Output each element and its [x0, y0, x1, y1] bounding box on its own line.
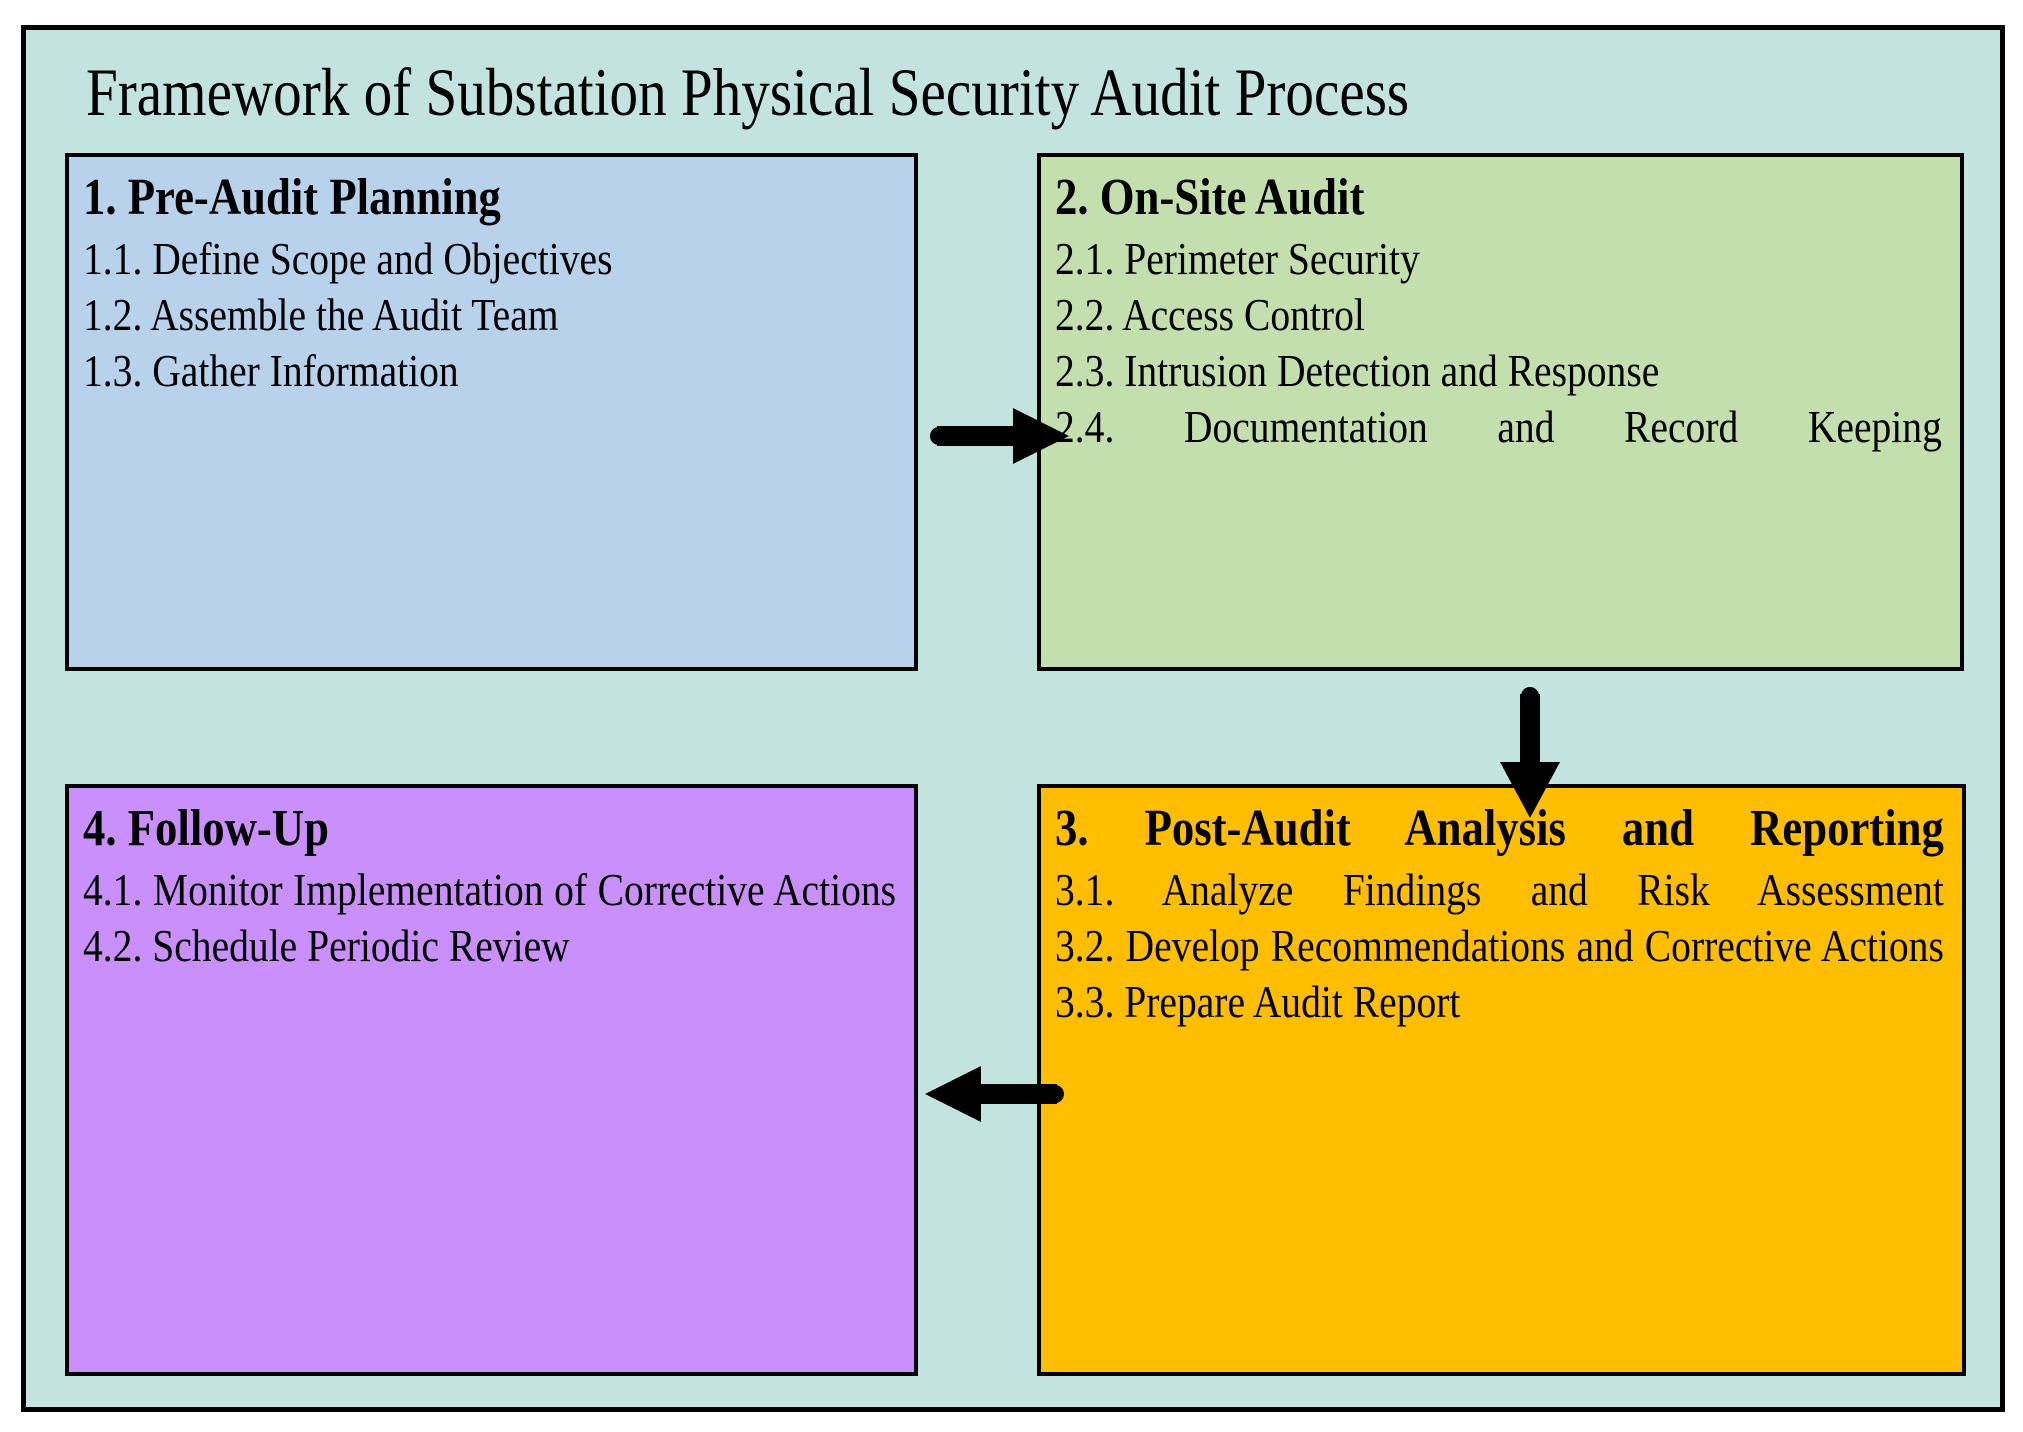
box-heading: 1. Pre-Audit Planning [83, 169, 501, 226]
process-box-post-audit-analysis-and-reporting[interactable]: 3. Post-Audit Analysis and Reporting 3.1… [1037, 784, 1966, 1376]
box-heading: 2. On-Site Audit [1055, 169, 1365, 226]
box-item: 1.2. Assemble the Audit Team [83, 289, 559, 340]
arrow-down-icon [1500, 687, 1560, 818]
box-item: 2.4. Documentation and Record Keeping [1055, 401, 1942, 452]
arrow-left-icon [925, 1066, 1064, 1122]
diagram-container: Framework of Substation Physical Securit… [21, 25, 2005, 1412]
process-box-on-site-audit[interactable]: 2. On-Site Audit 2.1. Perimeter Security… [1037, 153, 1964, 671]
box-item: 2.2. Access Control [1055, 289, 1365, 340]
box-item: 2.3. Intrusion Detection and Response [1055, 345, 1660, 396]
arrow-right-icon [930, 408, 1069, 464]
process-box-follow-up[interactable]: 4. Follow-Up 4.1. Monitor Implementation… [65, 784, 918, 1376]
box-item: 1.1. Define Scope and Objectives [83, 233, 613, 284]
diagram-title: Framework of Substation Physical Securit… [86, 54, 1410, 130]
box-item: 4.2. Schedule Periodic Review [83, 920, 570, 971]
box-heading: 4. Follow-Up [83, 800, 329, 857]
box-item: 4.1. Monitor Implementation of Correctiv… [83, 864, 897, 915]
box-item: 3.3. Prepare Audit Report [1055, 976, 1461, 1027]
box-item: 3.1. Analyze Findings and Risk Assessmen… [1055, 864, 1944, 915]
box-item: 3.2. Develop Recommendations and Correct… [1055, 920, 1944, 971]
process-box-pre-audit-planning[interactable]: 1. Pre-Audit Planning 1.1. Define Scope … [65, 153, 918, 671]
box-item: 1.3. Gather Information [83, 345, 459, 396]
box-item: 2.1. Perimeter Security [1055, 233, 1420, 284]
box-heading: 3. Post-Audit Analysis and Reporting [1055, 800, 1944, 857]
